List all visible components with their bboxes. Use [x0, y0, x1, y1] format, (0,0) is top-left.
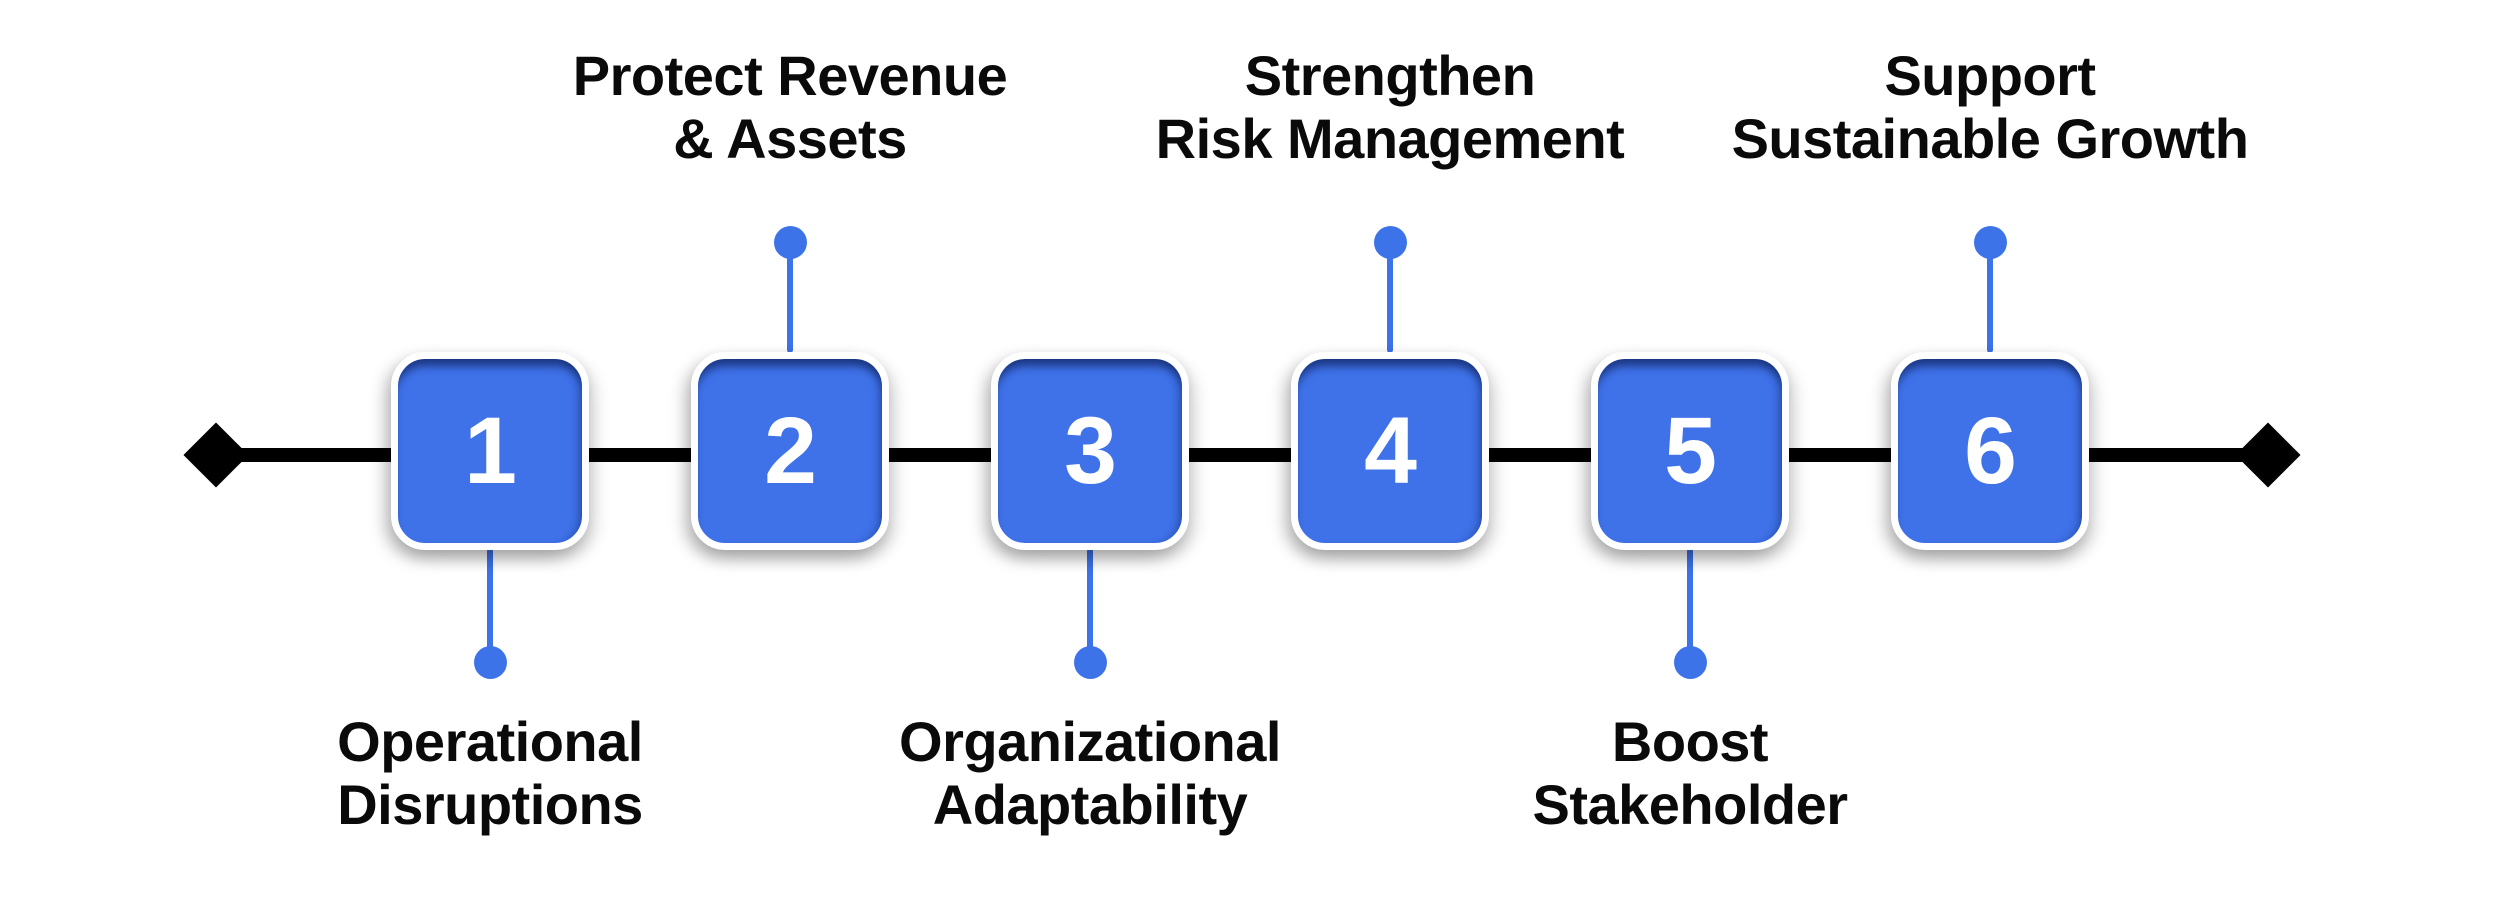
step-number: 1	[464, 397, 517, 504]
step-number: 6	[1964, 397, 2017, 504]
step-number: 2	[764, 397, 817, 504]
step-label-line: Sustainable Growth	[1731, 107, 2249, 171]
step-box-6: 6	[1891, 352, 2089, 550]
connector-dot-icon	[473, 646, 507, 679]
connector-stem	[787, 242, 793, 353]
step-label-line: & Assets	[673, 107, 907, 171]
step-box-5: 5	[1591, 352, 1789, 550]
step-label-line: Protect Revenue	[572, 44, 1008, 107]
connector-dot-icon	[1973, 226, 2007, 259]
connector-stem	[487, 548, 493, 663]
step-label-line: Boost	[1611, 710, 1769, 773]
connector-dot-icon	[1373, 226, 1407, 259]
step-number: 4	[1364, 397, 1417, 504]
step-label-line: Stakeholder	[1532, 773, 1848, 837]
timeline-end-diamond-icon	[2235, 422, 2301, 488]
connector-dot-icon	[773, 226, 807, 259]
step-box-1: 1	[391, 352, 589, 550]
connector-stem	[1987, 242, 1993, 353]
step-label-line: Strengthen	[1244, 44, 1536, 107]
step-box-2: 2	[691, 352, 889, 550]
step-label-line: Risk Management	[1155, 107, 1625, 171]
step-box-4: 4	[1291, 352, 1489, 550]
connector-stem	[1687, 548, 1693, 663]
connector-stem	[1387, 242, 1393, 353]
step-label-line: Support	[1884, 44, 2096, 107]
connector-dot-icon	[1073, 646, 1107, 679]
connector-dot-icon	[1673, 646, 1707, 679]
step-number: 3	[1064, 397, 1117, 504]
step-label-line: Operational	[337, 710, 643, 773]
step-label-2: Protect Revenue& Assets	[440, 44, 1140, 171]
step-label-line: Disruptions	[337, 773, 643, 837]
step-label-line: Adaptability	[932, 773, 1248, 837]
step-box-3: 3	[991, 352, 1189, 550]
connector-stem	[1087, 548, 1093, 663]
step-number: 5	[1664, 397, 1717, 504]
step-label-line: Organizational	[899, 710, 1281, 773]
timeline-start-diamond-icon	[183, 422, 249, 488]
